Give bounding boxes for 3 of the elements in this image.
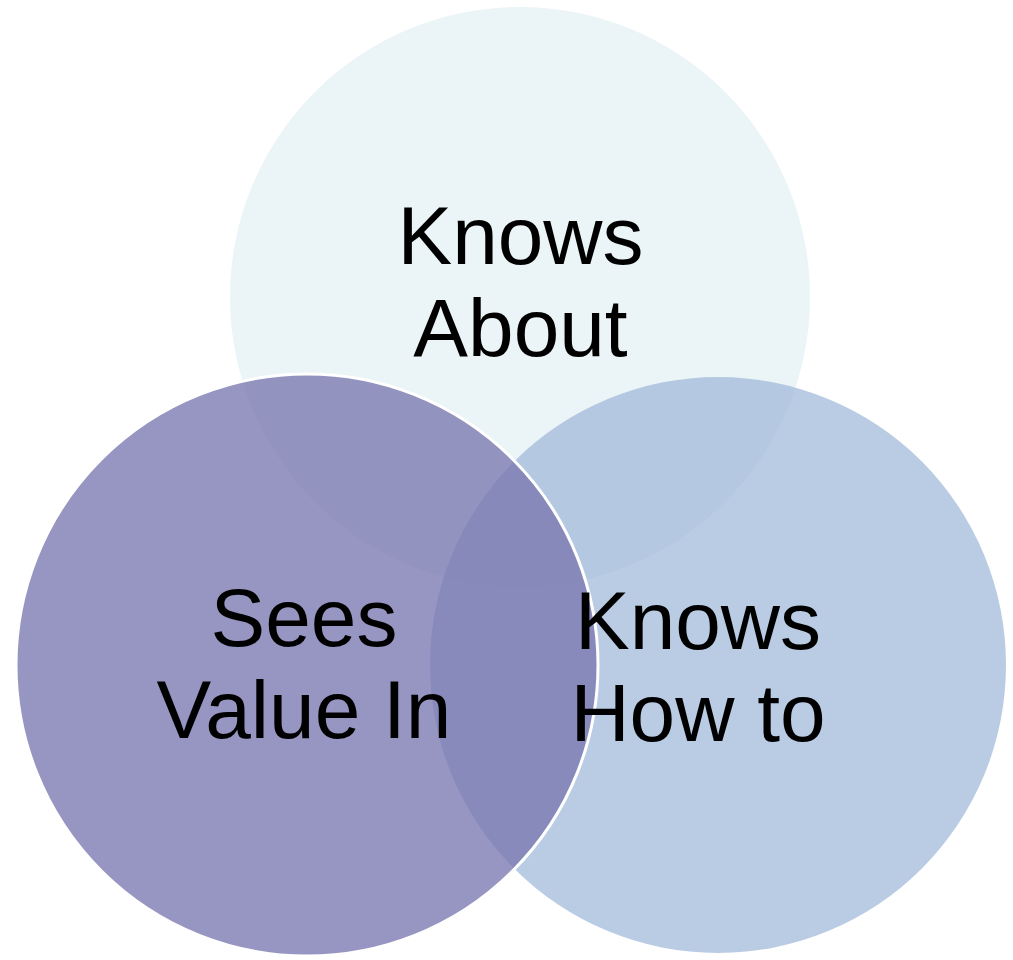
circle-label: Sees Value In [155,572,453,756]
circle-label: Knows About [396,190,645,374]
circle-label: Knows How to [569,575,827,759]
